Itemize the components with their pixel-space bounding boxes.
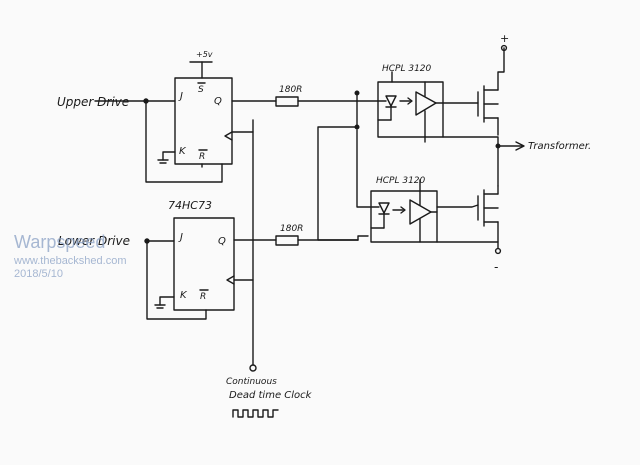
lower-pin-r: R: [200, 292, 206, 302]
watermark-date: 2018/5/10: [14, 268, 63, 280]
upper-pin-s: S: [198, 85, 204, 95]
upper-pin-q: Q: [214, 96, 222, 107]
lower-pin-k: K: [180, 290, 188, 301]
upper-drive-label: Upper Drive: [57, 95, 129, 109]
resistor-top: [275, 96, 299, 107]
resistor-top-label: 180R: [279, 85, 302, 95]
opto-top-label: HCPL 3120: [382, 64, 432, 74]
upper-pin-r: R: [199, 152, 205, 162]
clock-label-line2: Dead time Clock: [229, 390, 313, 401]
vcc-label: +5v: [196, 50, 213, 59]
resistor-bottom: [275, 235, 299, 246]
clock-terminal: [249, 364, 257, 372]
positive-terminal: [500, 44, 508, 52]
lower-flip-flop: [173, 217, 235, 311]
driver-bottom: [409, 199, 432, 225]
clock-label-line1: Continuous: [226, 377, 277, 387]
opto-top: [377, 81, 444, 138]
minus-label: -: [494, 260, 498, 274]
clock-waveform: [232, 409, 279, 418]
negative-terminal: [494, 247, 502, 255]
lower-pin-q: Q: [218, 236, 226, 247]
upper-flip-flop: [174, 77, 233, 165]
driver-top: [415, 91, 437, 116]
opto-bottom: [370, 190, 438, 243]
watermark: Warpspeed www.thebackshed.com 2018/5/10: [13, 232, 127, 280]
ic-part-label: 74HC73: [168, 199, 212, 212]
watermark-site: www.thebackshed.com: [13, 255, 127, 267]
transformer-label: Transformer.: [528, 141, 591, 152]
lower-drive-label: Lower Drive: [58, 234, 130, 248]
resistor-bottom-label: 180R: [280, 224, 303, 234]
watermark-title: Warpspeed: [14, 232, 105, 252]
upper-pin-j: J: [178, 91, 183, 102]
opto-bottom-label: HCPL 3120: [376, 176, 426, 186]
lower-pin-j: J: [178, 232, 183, 243]
upper-pin-k: K: [179, 146, 187, 157]
plus-label: +: [500, 32, 509, 45]
